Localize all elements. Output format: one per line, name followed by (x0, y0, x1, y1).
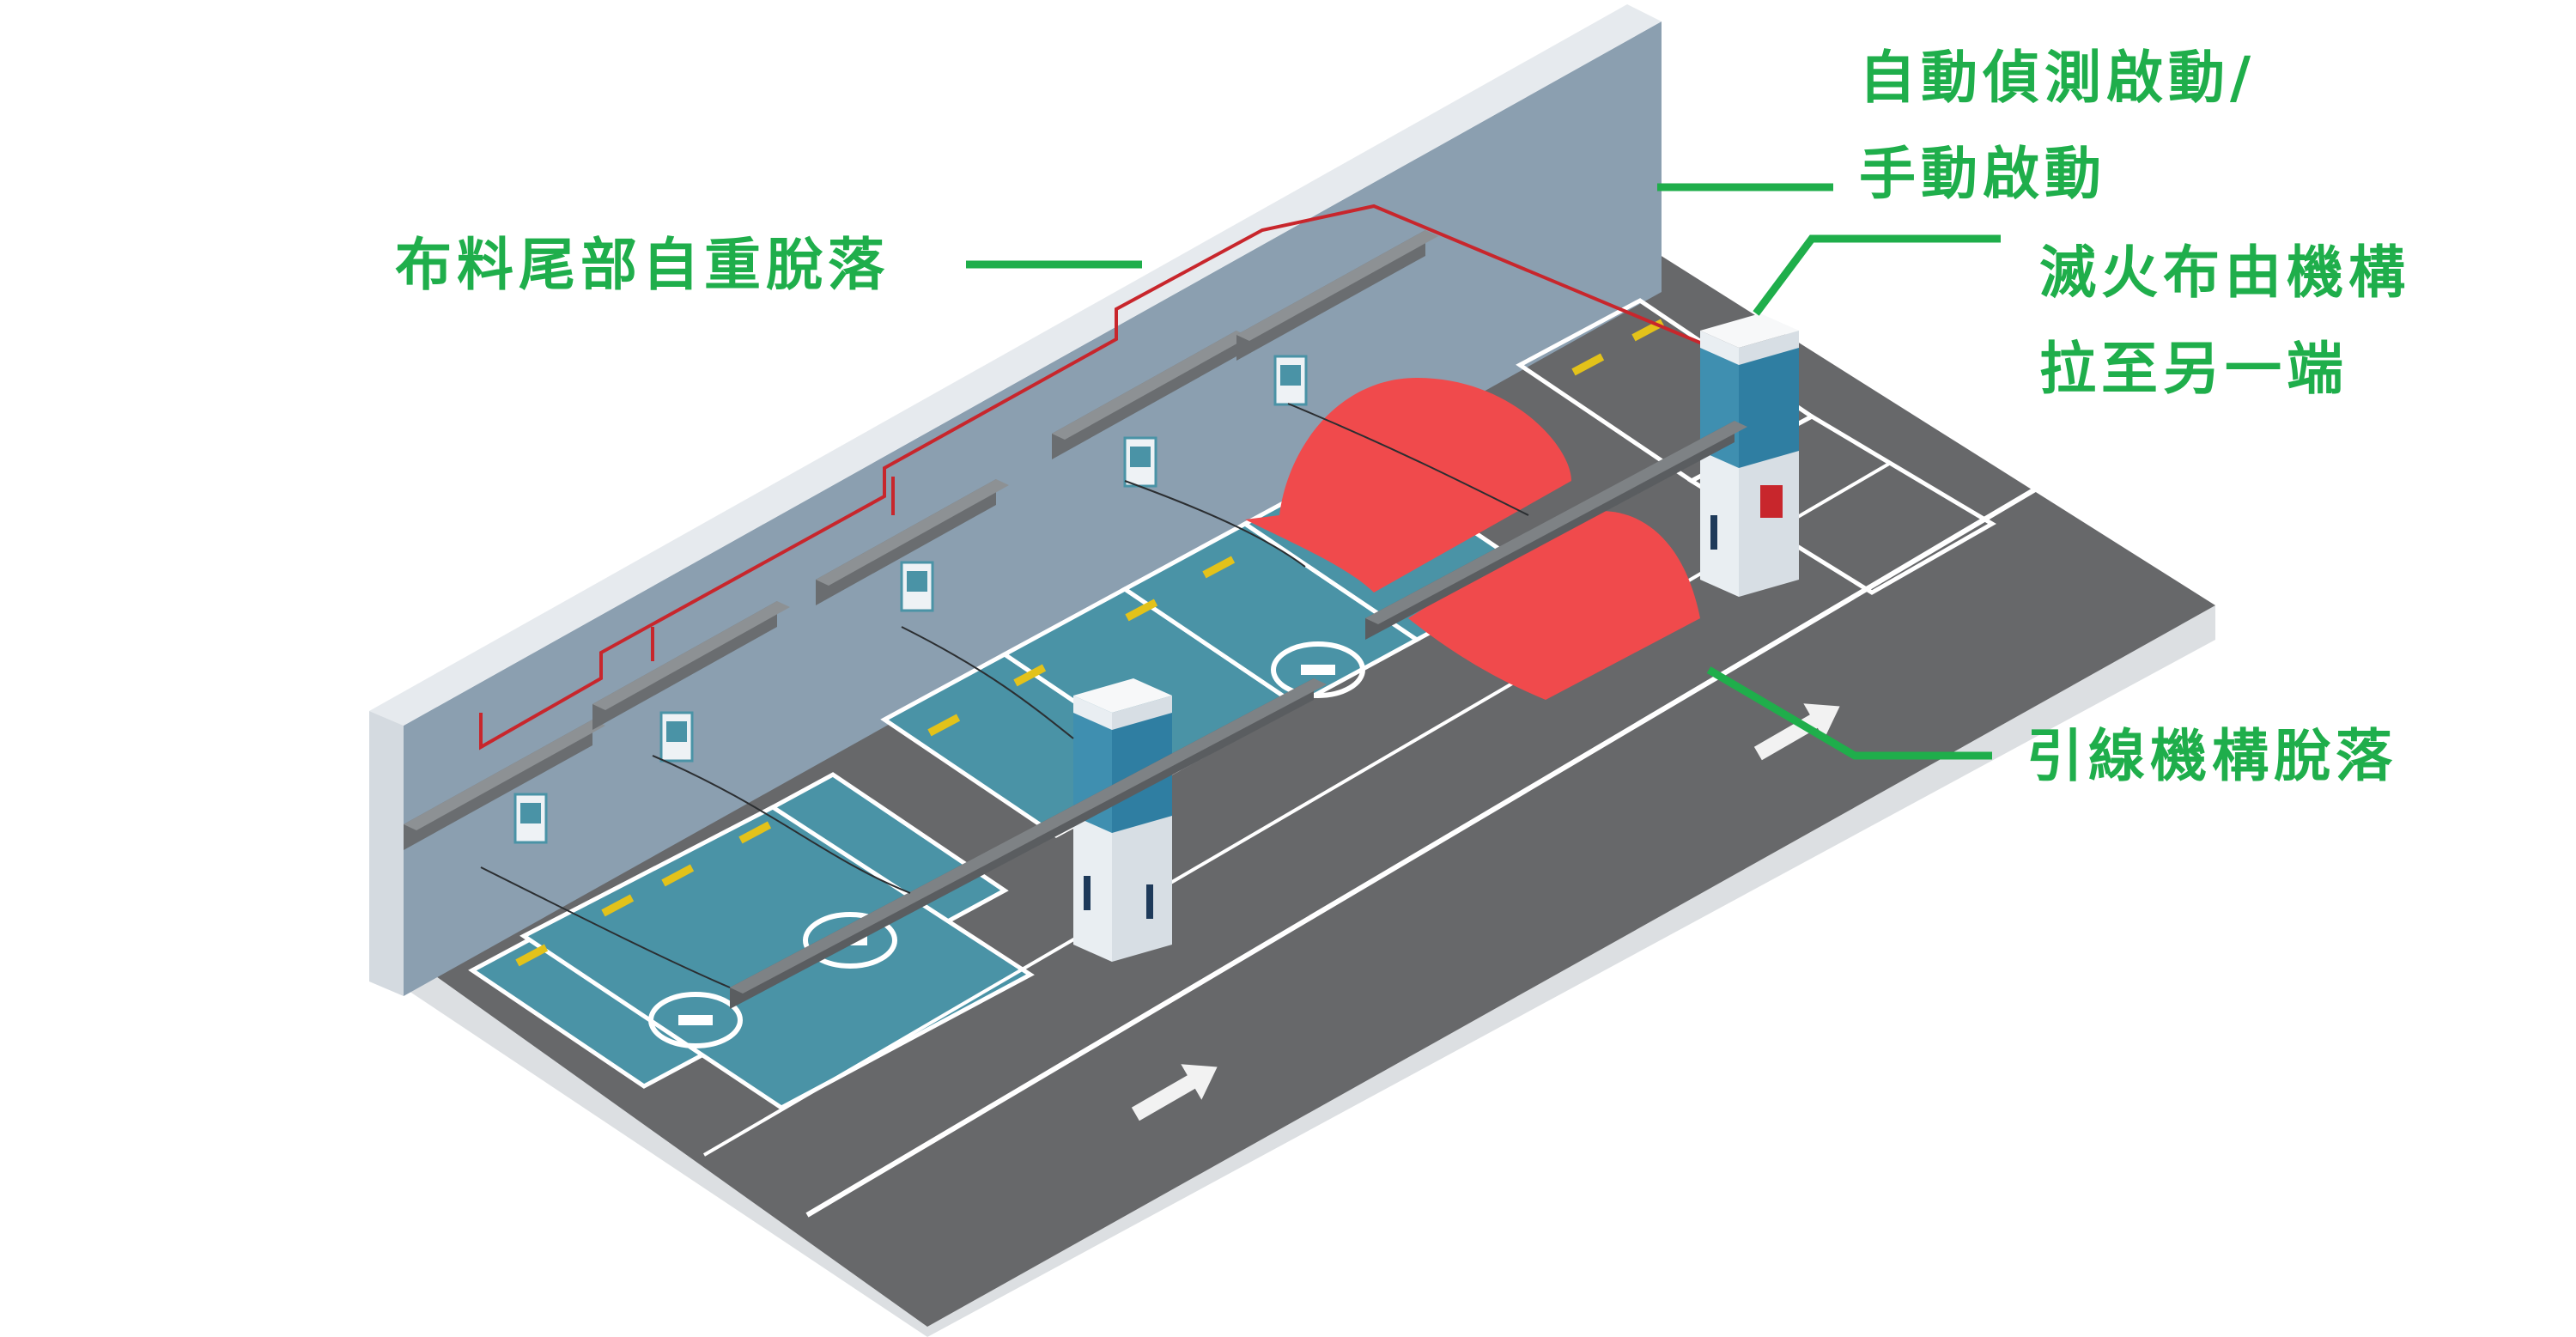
callout-auto-manual-start: 自動偵測啟動/ 手動啟動 (1859, 30, 2256, 222)
support-post (1073, 678, 1172, 962)
wall-charger-icon (1123, 436, 1157, 488)
arrow-right-icon (1753, 703, 1840, 761)
fire-blanket-deployed (1408, 511, 1700, 700)
wall-rail (592, 601, 790, 730)
ev-plug-icon (1271, 641, 1365, 698)
lane-line (805, 487, 2037, 1218)
back-wall-top (369, 4, 1662, 726)
wall-rail (1052, 331, 1249, 459)
parking-bay (519, 805, 1035, 1110)
callout-fabric-tail-drop-text: 布料尾部自重脫落 (395, 232, 890, 298)
callout-blanket-pull: 滅火布由機構 拉至另一端 (2039, 225, 2410, 417)
callout-blanket-pull-line1: 滅火布由機構 (2039, 240, 2410, 306)
wall-charger-icon (513, 793, 548, 844)
fire-pipe (479, 204, 1744, 751)
lane-line (702, 462, 1891, 1157)
arrow-right-icon (1131, 1064, 1218, 1121)
wall-charger-icon (1273, 355, 1308, 406)
callout-auto-start-line2: 手動啟動 (1859, 141, 2106, 207)
wall-rail (404, 720, 605, 850)
support-post (1700, 313, 1799, 597)
wall-rail (816, 479, 1009, 605)
callout-lead-mechanism-drop-text: 引線機構脫落 (2026, 723, 2397, 789)
fire-blanket-deployed (1245, 378, 1571, 593)
wall-charger-icon (900, 561, 934, 612)
overhead-beam (1365, 421, 1747, 640)
ev-plug-icon (648, 992, 743, 1048)
guide-wires (480, 403, 1529, 988)
back-wall-end (369, 711, 404, 996)
callout-blanket-pull-line2: 拉至另一端 (2039, 336, 2348, 402)
overhead-beam (730, 678, 1327, 1009)
wall-charger-icon (659, 711, 694, 763)
wall-rail (1236, 230, 1438, 361)
back-wall (404, 21, 1662, 996)
leader-lines (966, 183, 2001, 760)
callout-auto-start-line1: 自動偵測啟動/ (1859, 45, 2257, 111)
callout-fabric-tail-drop: 布料尾部自重脫落 (395, 215, 890, 316)
callout-lead-mechanism-drop: 引線機構脫落 (2026, 706, 2397, 807)
